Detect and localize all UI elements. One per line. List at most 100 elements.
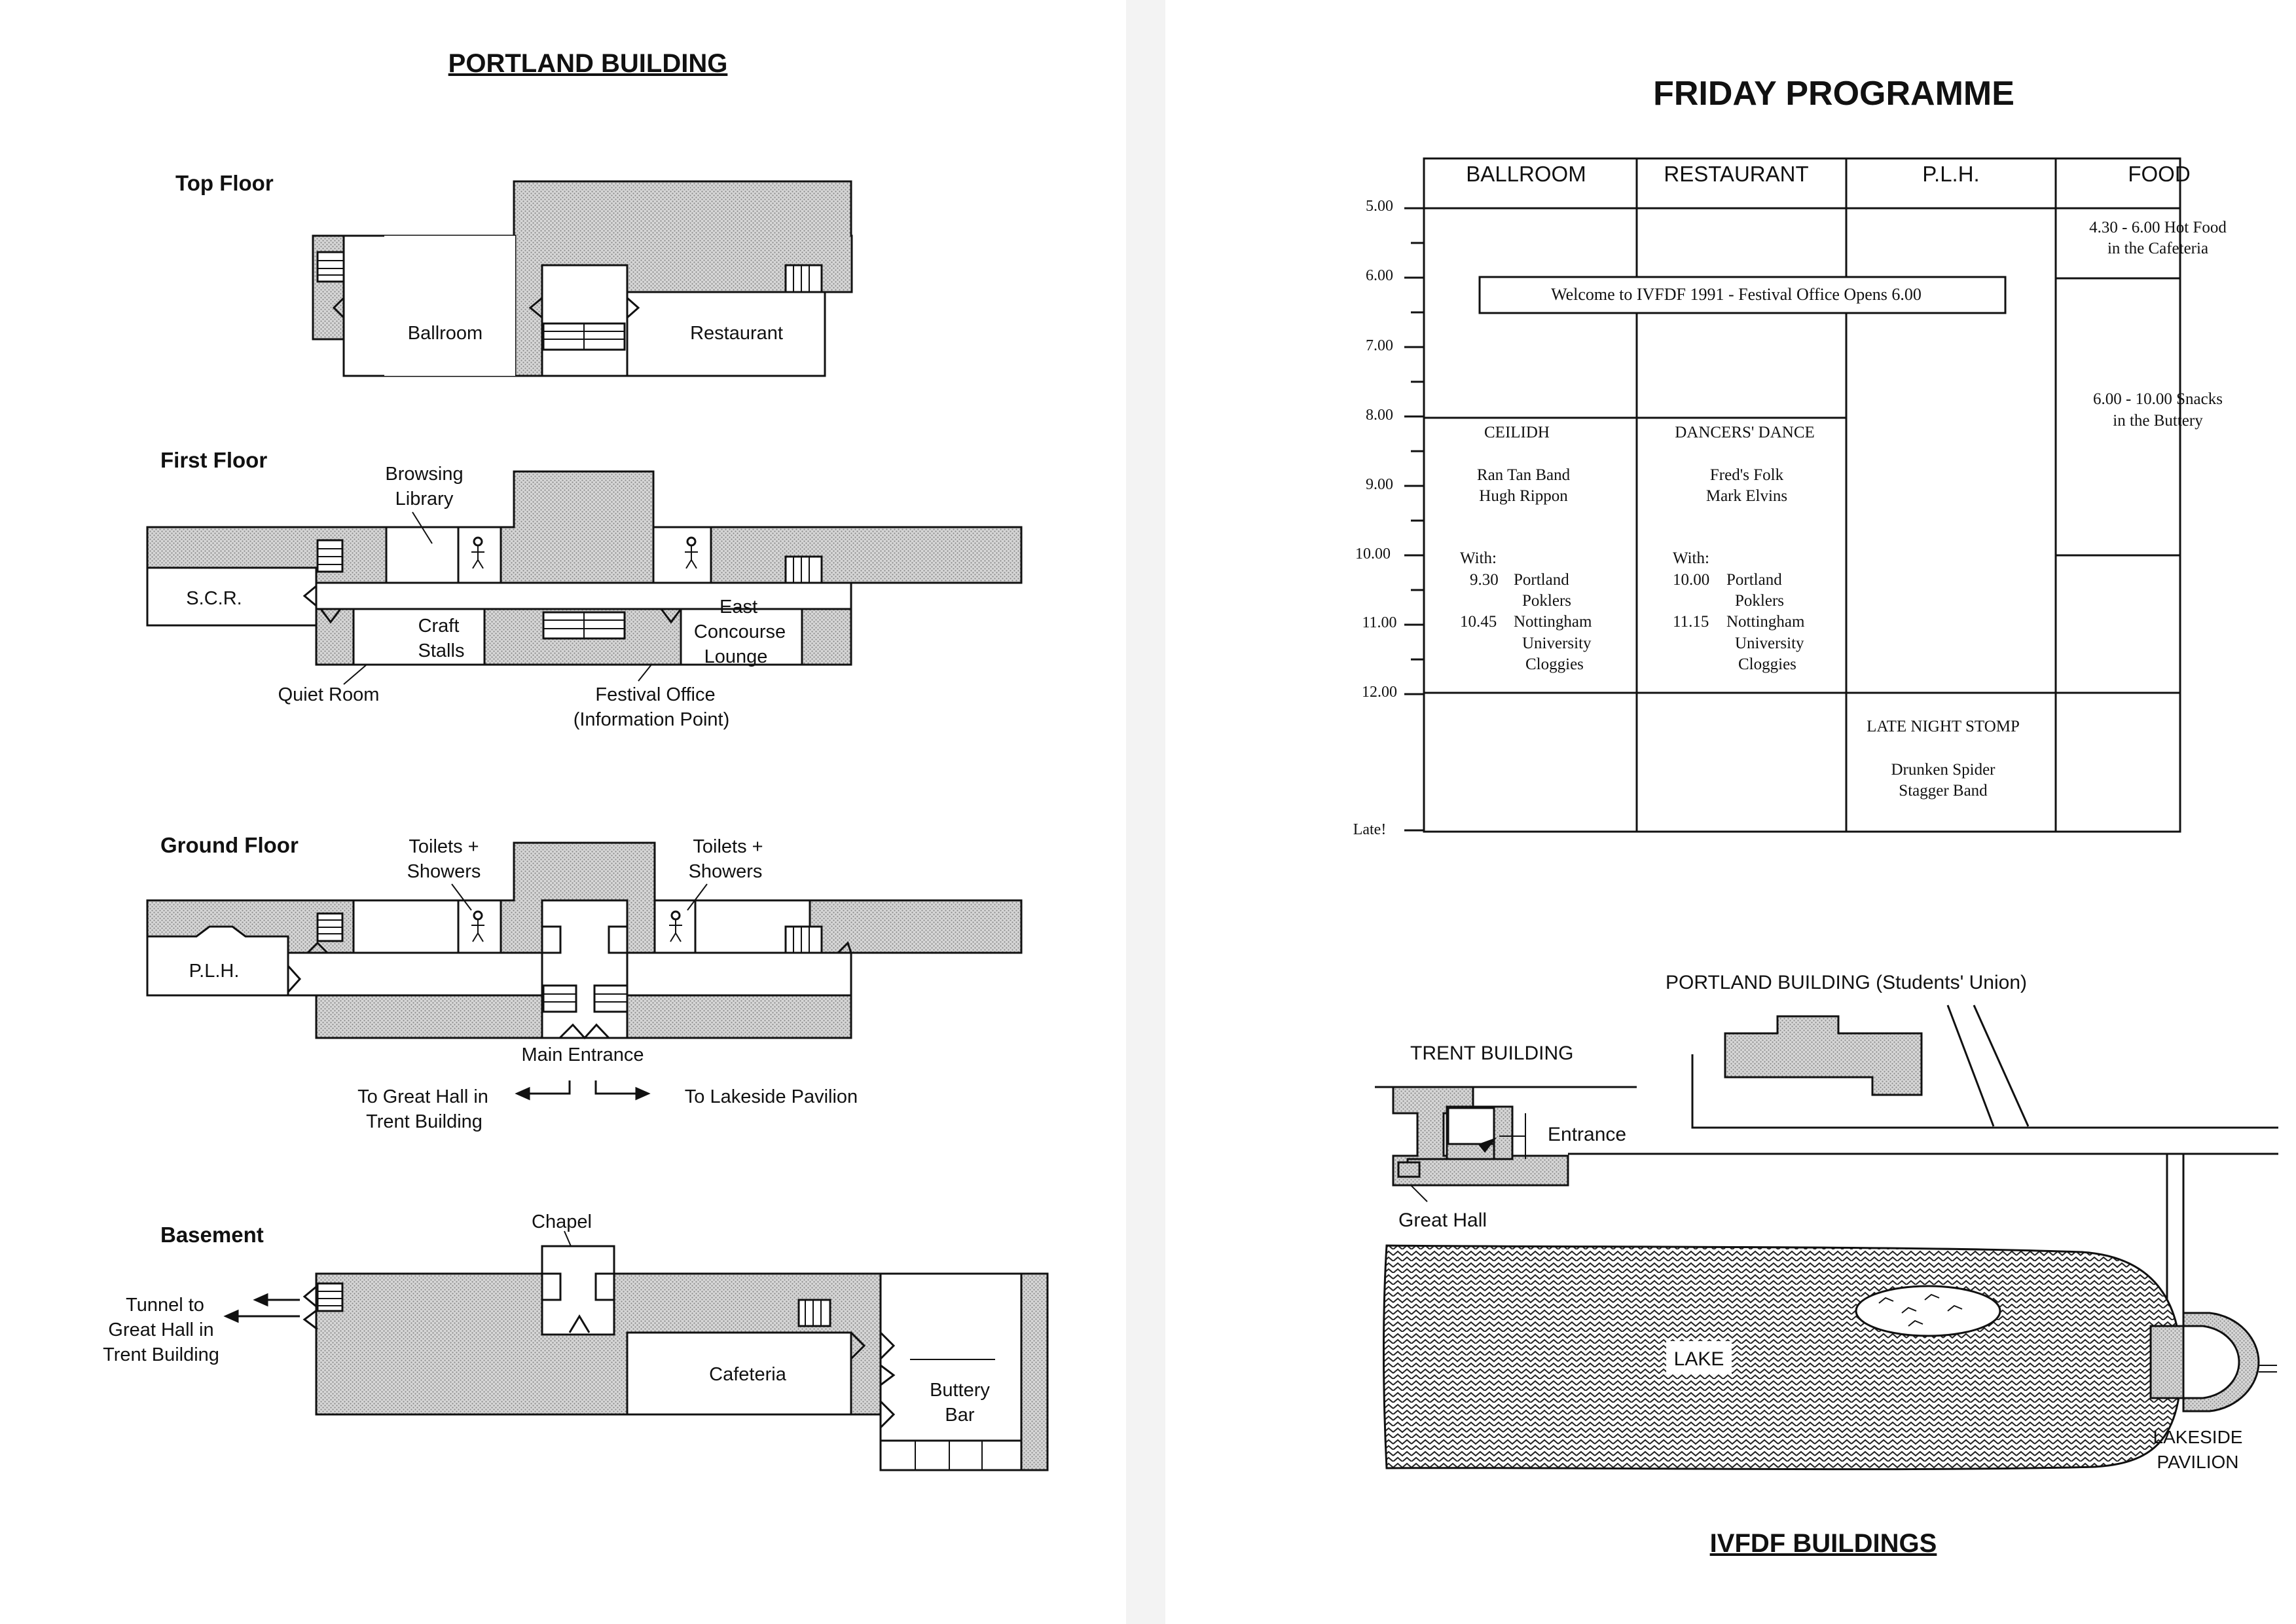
craft-label-1: Craft — [418, 616, 460, 637]
basement-plan: Basement Chapel Tunnel to Great Hall in … — [103, 1211, 1049, 1471]
toilets-right-label-1: Toilets + — [693, 836, 763, 857]
column-food: FOOD — [2128, 162, 2190, 186]
lakeside-label-1: LAKESIDE — [2153, 1427, 2243, 1447]
time-label: 5.00 — [1366, 198, 1393, 215]
browsing-label-2: Library — [395, 489, 454, 509]
east-label-3: Lounge — [704, 646, 768, 667]
slot-time: 9.30 — [1470, 571, 1499, 589]
time-label: 8.00 — [1366, 407, 1393, 424]
lakeside-label-2: PAVILION — [2157, 1452, 2238, 1472]
portland-building-shape — [1724, 1015, 1923, 1096]
event-title: CEILIDH — [1484, 424, 1550, 441]
scr-label: S.C.R. — [186, 588, 242, 609]
ivfdf-site-map: PORTLAND BUILDING (Students' Union) TREN… — [1375, 972, 2278, 1558]
ground-floor-plan: Ground Floor Toilets + Show — [146, 833, 1023, 1132]
top-floor-plan: Top Floor Ballroom Restaurant — [175, 171, 853, 377]
band-name: Stagger Band — [1899, 782, 1988, 800]
food-slot-2a: 6.00 - 10.00 Snacks — [2093, 390, 2223, 408]
time-axis-labels: 5.00 6.00 7.00 8.00 9.00 10.00 11.00 12.… — [1353, 198, 1397, 838]
time-label: 10.00 — [1355, 545, 1391, 563]
group-name: Portland — [1514, 571, 1569, 589]
restaurant-label: Restaurant — [690, 323, 783, 344]
group-name: Poklers — [1522, 592, 1571, 610]
band-name: Ran Tan Band — [1477, 466, 1571, 484]
with-label: With: — [1460, 549, 1497, 567]
programme-grid — [1404, 157, 2181, 833]
duck-icon — [1878, 1293, 1963, 1327]
time-label: 7.00 — [1366, 337, 1393, 354]
site-map-caption: IVFDF BUILDINGS — [1710, 1529, 1937, 1558]
ceilidh-event: CEILIDH Ran Tan Band Hugh Rippon With: 9… — [1460, 424, 1592, 673]
time-label: 6.00 — [1366, 267, 1393, 284]
buttery-label-1: Buttery — [930, 1380, 990, 1401]
time-label: 9.00 — [1366, 476, 1393, 493]
group-name: Portland — [1726, 571, 1782, 589]
basement-heading: Basement — [160, 1223, 264, 1247]
to-great-hall-label-1: To Great Hall in — [357, 1086, 488, 1107]
main-road — [1691, 1054, 2278, 1129]
top-floor-heading: Top Floor — [175, 171, 274, 195]
east-label-2: Concourse — [694, 621, 786, 642]
cafeteria-label: Cafeteria — [709, 1364, 787, 1385]
food-slot-1a: 4.30 - 6.00 Hot Food — [2089, 219, 2227, 236]
group-name: University — [1522, 635, 1592, 652]
chapel-label: Chapel — [532, 1211, 592, 1232]
lake-label: LAKE — [1674, 1348, 1724, 1370]
portland-building-page: PORTLAND BUILDING Top Floor Ballroom Res… — [103, 49, 1049, 1471]
ballroom-label: Ballroom — [408, 323, 483, 344]
dancers-dance-event: DANCERS' DANCE Fred's Folk Mark Elvins W… — [1673, 424, 1815, 673]
to-lakeside-label: To Lakeside Pavilion — [685, 1086, 858, 1107]
group-name: Nottingham — [1514, 613, 1592, 631]
information-point-label: (Information Point) — [574, 709, 730, 730]
column-plh: P.L.H. — [1922, 162, 1979, 186]
portland-map-label: PORTLAND BUILDING (Students' Union) — [1666, 972, 2027, 993]
browsing-label-1: Browsing — [385, 464, 463, 485]
group-name: Cloggies — [1738, 655, 1796, 673]
great-hall-label: Great Hall — [1398, 1209, 1487, 1231]
column-ballroom: BALLROOM — [1466, 162, 1586, 186]
tunnel-label-2: Great Hall in — [108, 1320, 213, 1340]
slot-time: 10.45 — [1460, 613, 1497, 631]
buttery-label-2: Bar — [945, 1405, 974, 1426]
welcome-banner — [1478, 276, 2007, 314]
time-label: 12.00 — [1362, 684, 1397, 701]
toilets-left-label-2: Showers — [407, 861, 481, 882]
friday-programme: FRIDAY PROGRAMME BALLROOM RESTAURANT P.L… — [1353, 75, 2227, 838]
event-title: LATE NIGHT STOMP — [1867, 718, 2020, 735]
band-name: Hugh Rippon — [1479, 487, 1568, 505]
festival-office-label: Festival Office — [595, 684, 715, 705]
welcome-text: Welcome to IVFDF 1991 - Festival Office … — [1551, 285, 1922, 304]
late-night-stomp-event: LATE NIGHT STOMP Drunken Spider Stagger … — [1867, 718, 2020, 800]
slot-time: 10.00 — [1673, 571, 1709, 589]
programme-title: FRIDAY PROGRAMME — [1653, 75, 2014, 113]
slot-time: 11.15 — [1673, 613, 1709, 631]
first-floor-plan: First Floor Browsing Library S.C.R. — [146, 448, 1023, 730]
page-spine — [1126, 0, 1165, 1624]
lake-island — [1855, 1285, 2001, 1337]
group-name: University — [1735, 635, 1804, 652]
page-title: PORTLAND BUILDING — [448, 49, 728, 78]
toilets-left-label-1: Toilets + — [409, 836, 479, 857]
food-slot-2b: in the Buttery — [2113, 412, 2203, 430]
lake — [1383, 1244, 2182, 1471]
plh-label: P.L.H. — [189, 961, 240, 982]
column-restaurant: RESTAURANT — [1664, 162, 1808, 186]
craft-label-2: Stalls — [418, 640, 465, 661]
toilets-right-label-2: Showers — [689, 861, 763, 882]
first-floor-heading: First Floor — [160, 448, 267, 472]
event-title: DANCERS' DANCE — [1675, 424, 1815, 441]
ground-floor-heading: Ground Floor — [160, 833, 299, 857]
trent-map-label: TRENT BUILDING — [1410, 1043, 1573, 1064]
time-label: 11.00 — [1362, 614, 1396, 631]
entrance-label: Entrance — [1548, 1124, 1626, 1145]
band-name: Mark Elvins — [1706, 487, 1787, 505]
food-slot-1b: in the Cafeteria — [2107, 240, 2208, 257]
tunnel-label-3: Trent Building — [103, 1344, 219, 1365]
group-name: Cloggies — [1525, 655, 1584, 673]
with-label: With: — [1673, 549, 1709, 567]
quiet-room-label: Quiet Room — [278, 684, 380, 705]
main-entrance-label: Main Entrance — [522, 1044, 644, 1065]
group-name: Poklers — [1735, 592, 1784, 610]
path-to-pavilion — [2166, 1154, 2185, 1313]
